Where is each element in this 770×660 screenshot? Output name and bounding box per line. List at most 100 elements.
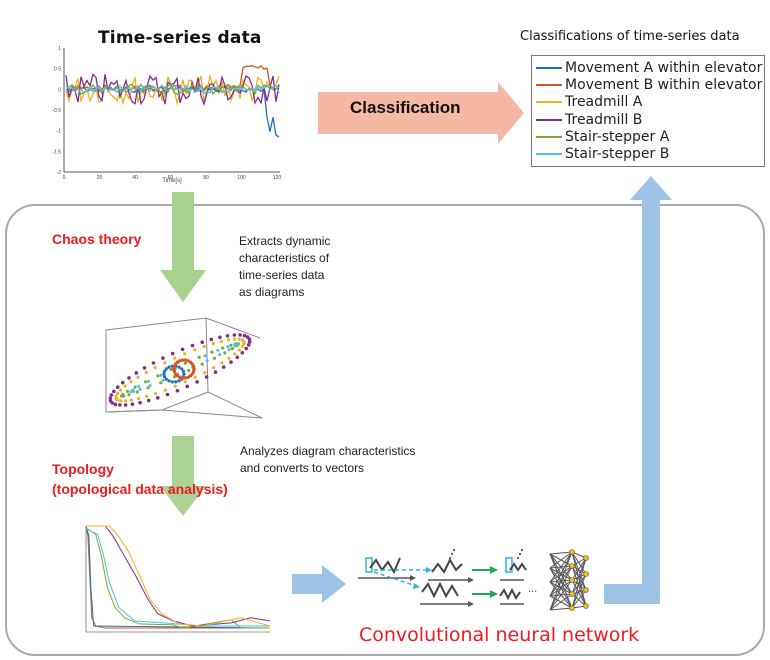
attractor-point <box>137 397 141 401</box>
x-tick-label: 100 <box>237 175 246 181</box>
attractor-point <box>204 375 209 379</box>
attractor-point <box>156 396 160 400</box>
cnn-green-arrows <box>472 569 492 595</box>
attractor-point <box>177 365 181 369</box>
description-line: time-series data <box>239 268 325 282</box>
nn-edge <box>549 551 573 597</box>
attractor-box <box>105 317 263 419</box>
attractor-point <box>174 380 178 384</box>
attractor-point <box>112 389 116 394</box>
attractor-point <box>242 342 246 346</box>
attractor-point <box>227 348 231 352</box>
attractor-point <box>181 369 185 373</box>
attractor-point <box>154 391 158 396</box>
attractor-point <box>175 388 180 393</box>
attractor-point <box>163 375 167 379</box>
description-line: characteristics of <box>239 251 330 265</box>
attractor-point <box>229 343 233 347</box>
attractor-point <box>130 402 135 406</box>
attractor-point <box>116 391 120 396</box>
signal-wave <box>431 557 463 574</box>
y-tick-label: -1 <box>57 129 62 135</box>
attractor-point <box>108 399 113 403</box>
legend-swatch <box>536 66 562 69</box>
attractor-point <box>125 389 130 393</box>
x-tick-label: 80 <box>203 175 209 181</box>
attractor-point <box>221 346 225 350</box>
attractor-point <box>129 398 133 402</box>
attractor-point <box>218 353 222 357</box>
description-line: Extracts dynamic <box>239 234 331 248</box>
time-series-line <box>65 73 280 107</box>
x-tick-label: 60 <box>168 175 174 181</box>
attractor-point <box>162 372 166 376</box>
nn-edge <box>571 551 587 607</box>
attractor-point <box>138 387 142 391</box>
description-line: Analyzes diagram characteristics <box>240 444 416 458</box>
attractor-point <box>203 354 207 358</box>
nn-edge <box>549 607 573 611</box>
nn-edge <box>549 565 573 611</box>
down-arrow-chaos <box>160 192 206 302</box>
attractor-point <box>167 379 171 383</box>
x-tick-label: 40 <box>132 175 138 181</box>
attractor-point <box>240 344 244 349</box>
attractor-point <box>123 403 128 407</box>
attractor-point <box>145 394 149 398</box>
attractor-point <box>172 369 177 374</box>
persistence-lines <box>85 525 271 629</box>
time-series-title: Time-series data <box>98 28 262 48</box>
legend-swatch <box>536 83 562 86</box>
nn-node <box>583 603 589 609</box>
attractor-point <box>210 350 214 354</box>
y-tick-label: 1 <box>58 46 61 52</box>
attractor-point <box>186 375 190 379</box>
attractor-point <box>242 333 247 338</box>
nn-node <box>569 605 575 611</box>
attractor-point <box>164 377 168 381</box>
attractor-point <box>161 378 165 382</box>
attractor-point <box>146 386 150 390</box>
y-tick-label: -1.5 <box>52 149 61 155</box>
attractor-point <box>120 380 125 385</box>
y-tick-label: 0 <box>58 87 61 93</box>
attractor-point <box>216 348 220 352</box>
attractor-point <box>232 333 237 337</box>
attractor-point <box>212 366 216 370</box>
persistence-curve <box>86 525 271 627</box>
legend-label: Treadmill B <box>565 111 643 128</box>
persistence-curve <box>85 528 270 627</box>
attractor-point <box>119 388 123 392</box>
attractor-point <box>173 356 177 360</box>
attractor-point <box>151 361 156 365</box>
attractor-point <box>235 355 240 360</box>
nn-edge <box>571 589 587 609</box>
attractor-point <box>185 384 190 389</box>
legend-item: Movement B within elevator <box>536 76 764 93</box>
attractor-point <box>109 393 114 397</box>
nn-node <box>583 571 589 577</box>
attractor-diagram <box>105 317 263 419</box>
attractor-point <box>227 356 231 360</box>
nn-edge <box>549 579 573 611</box>
attractor-point <box>226 345 230 349</box>
topology-description: Analyzes diagram characteristics and con… <box>240 443 415 477</box>
attractor-point <box>212 356 217 360</box>
kernel-box <box>505 557 513 573</box>
nn-edge <box>549 551 573 611</box>
chaos-description: Extracts dynamic characteristics of time… <box>239 233 330 301</box>
classification-arrow <box>318 82 524 144</box>
attractor-point <box>200 362 204 366</box>
attractor-point <box>237 337 241 341</box>
attractor-point <box>211 342 215 346</box>
legend-item: Stair-stepper B <box>536 145 764 162</box>
attractor-point <box>129 380 133 384</box>
attractor-point <box>173 384 177 388</box>
attractor-point <box>197 355 201 359</box>
legend-item: Movement A within elevator <box>536 59 764 76</box>
attractor-point <box>163 388 167 392</box>
attractor-point <box>146 379 150 383</box>
nn-edge <box>571 593 587 607</box>
